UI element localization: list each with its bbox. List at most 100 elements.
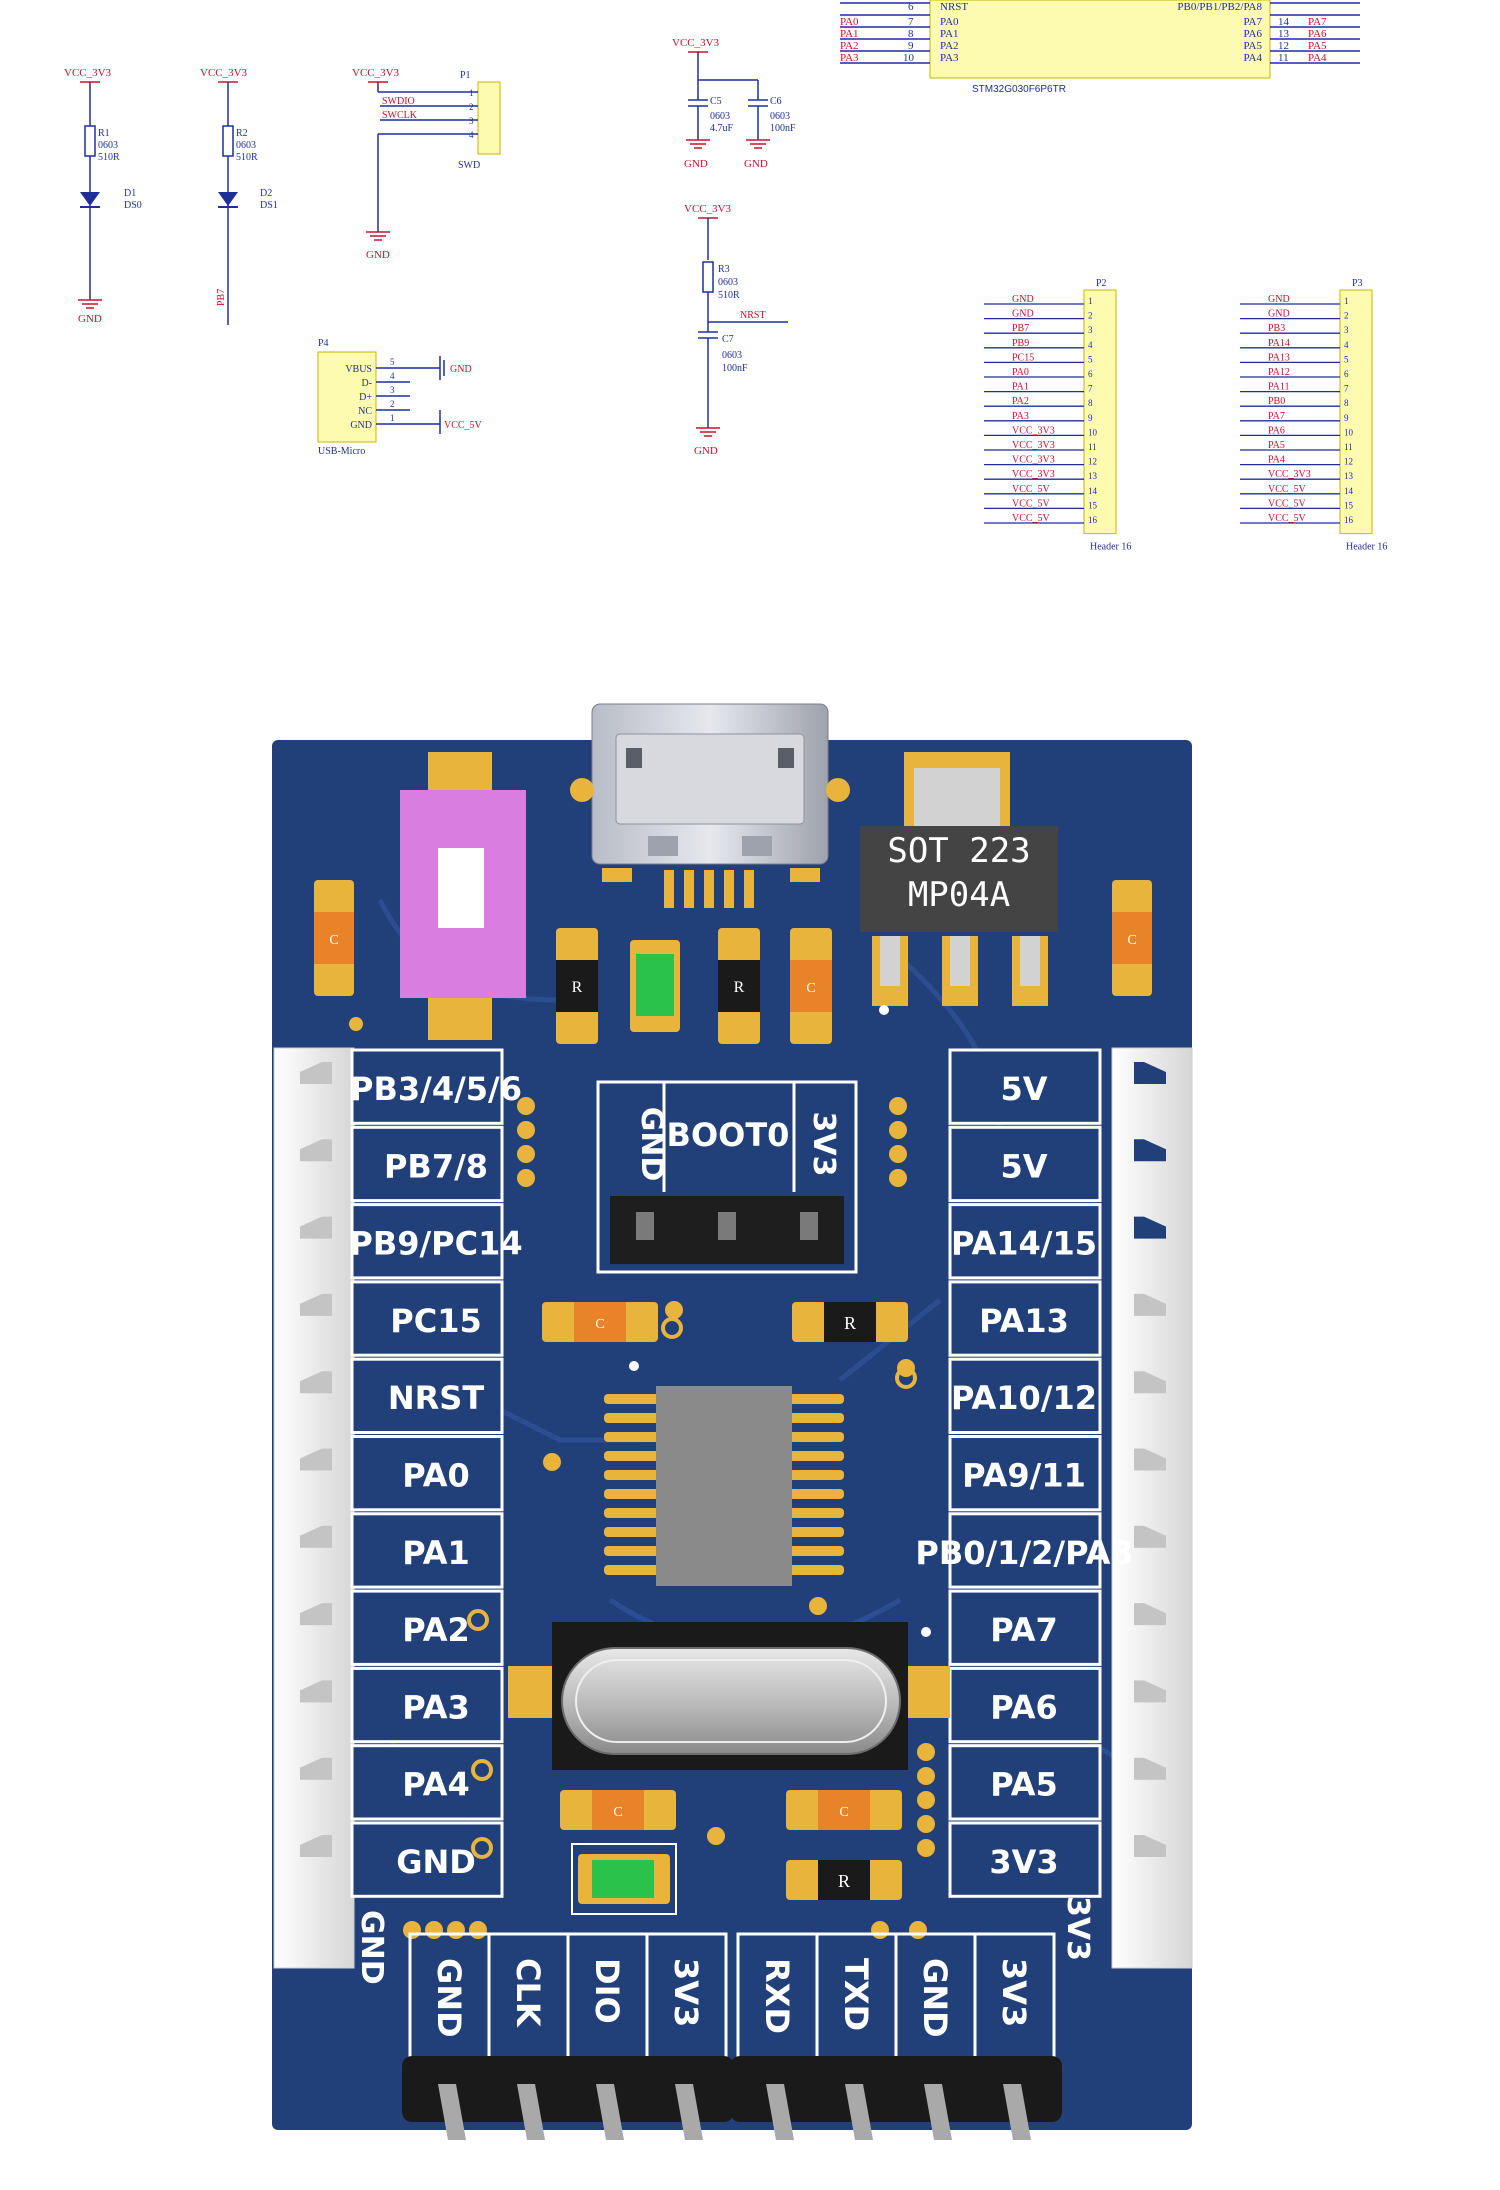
mcu-pin-pa3: PA3 [940, 52, 959, 64]
vcc-label: VCC_3V3 [684, 203, 732, 215]
header-pin [300, 1680, 332, 1703]
c7-val: 100nF [722, 363, 748, 374]
p2-name: Header 16 [1090, 542, 1131, 553]
pin-label: PB9/PC14 [349, 1225, 522, 1263]
bottom-pin-label: 3V3 [667, 1958, 705, 2027]
p3-pin-num: 6 [1344, 369, 1349, 379]
right-labels-cell [948, 1357, 1102, 1434]
p2-pin-num: 14 [1088, 486, 1098, 496]
p1-pin: 3 [469, 116, 474, 126]
p4-name: USB-Micro [318, 446, 365, 457]
led-d1-circuit: VCC_3V3 R1 0603 510R D1 DS0 GND [64, 67, 142, 325]
bottom-header-pin [596, 2084, 624, 2140]
usb-pin-num: 5 [390, 357, 395, 367]
pin-label: PA5 [990, 1766, 1058, 1804]
gnd-label: GND [450, 364, 472, 375]
capacitor: C [560, 1790, 676, 1830]
usb-pin: D+ [359, 392, 372, 403]
decoupling-caps: VCC_3V3 C5 0603 4.7uF C6 0603 100nF GND … [672, 37, 796, 170]
pin-label: GND [396, 1843, 476, 1881]
header-pin [1134, 1757, 1166, 1780]
usb-pin: D- [361, 378, 372, 389]
mcu-pin-num: 11 [1278, 52, 1289, 64]
mcu-net-pa6: PA6 [1308, 28, 1327, 40]
c6-pkg: 0603 [770, 111, 790, 122]
cap-mark: C [1127, 933, 1136, 948]
mcu-net-pa5: PA5 [1308, 40, 1327, 52]
mcu-pin-num: 8 [908, 28, 914, 40]
p2-net: VCC_3V3 [1012, 425, 1055, 436]
pin-label: PA10/12 [951, 1379, 1097, 1417]
pin-label: PA3 [402, 1688, 470, 1726]
p2-pin-num: 10 [1088, 427, 1098, 437]
p2-net: VCC_5V [1012, 498, 1051, 509]
d2-val: DS1 [260, 200, 278, 211]
r1-ref: R1 [98, 128, 110, 139]
p2-pin-num: 2 [1088, 311, 1093, 321]
right-labels-cell [948, 1512, 1102, 1589]
left-labels-cell [350, 1512, 504, 1589]
mcu-pin-num: 13 [1278, 28, 1290, 40]
left-labels-cell [350, 1203, 504, 1280]
capacitor: C [1112, 880, 1152, 996]
right-labels-cell [948, 1125, 1102, 1203]
usb-pin: NC [358, 406, 372, 417]
pin-label: 3V3 [989, 1843, 1058, 1881]
p1-pin: 4 [469, 130, 474, 140]
bottom-header-pin [845, 2084, 873, 2140]
mcu-tssop20 [604, 1386, 844, 1586]
pin-label: PC15 [390, 1302, 481, 1340]
header-pin [300, 1757, 332, 1780]
p3-pin-num: 16 [1344, 515, 1354, 525]
d2-ref: D2 [260, 188, 272, 199]
p4-ref: P4 [318, 338, 329, 349]
r1-pkg: 0603 [98, 140, 118, 151]
p2-net: VCC_3V3 [1012, 440, 1055, 451]
gnd-label: GND [78, 313, 102, 325]
p3-pin-num: 1 [1344, 296, 1349, 306]
led-d2-circuit: VCC_3V3 R2 0603 510R D2 DS1 PB7 [200, 67, 278, 325]
d1-val: DS0 [124, 200, 142, 211]
usb-pin-num: 4 [390, 371, 395, 381]
p2-net: PA0 [1012, 367, 1029, 378]
boot0-jumper[interactable]: GND BOOT0 3V3 [596, 1080, 858, 1274]
side-3v3-label: 3V3 [1060, 1896, 1095, 1961]
slide-switch[interactable] [400, 752, 526, 1040]
boot0-label: BOOT0 [667, 1116, 790, 1154]
header-pin [1134, 1448, 1166, 1471]
mcu-fragment: PA0 PA1 PA2 PA3 6 7 8 9 10 NRST PA0 PA1 … [840, 0, 1360, 95]
usb-pin-num: 1 [390, 413, 395, 423]
p2-net: PA3 [1012, 411, 1029, 422]
bottom-header-pin [438, 2084, 466, 2140]
boot-3v3-label: 3V3 [806, 1112, 841, 1177]
c7-pkg: 0603 [722, 350, 742, 361]
bottom-pin-label: GND [916, 1958, 954, 2038]
capacitor: C [314, 880, 354, 996]
p2-pin-num: 8 [1088, 398, 1093, 408]
pb7-net: PB7 [216, 289, 227, 306]
p2-net: PA2 [1012, 396, 1029, 407]
p2-net: GND [1012, 294, 1034, 305]
p3-pin-num: 5 [1344, 354, 1349, 364]
p2-pin-num: 1 [1088, 296, 1093, 306]
swd-connector-p1: VCC_3V3 P1 SWDIO SWCLK 1 2 3 4 SWD GND [352, 67, 501, 261]
usb-connector-p4: P4 VBUS D- D+ NC GND 5 4 3 2 1 [317, 338, 483, 457]
regulator-package: SOT 223 [887, 831, 1030, 871]
p3-pin-num: 4 [1344, 340, 1349, 350]
right-labels-cell [948, 1048, 1102, 1125]
resistor: R [556, 928, 598, 1044]
mcu-net-pa3: PA3 [840, 52, 859, 64]
p2-net: GND [1012, 309, 1034, 320]
bottom-pin-label: DIO [588, 1958, 626, 2024]
right-labels-cell [948, 1280, 1102, 1357]
c7-ref: C7 [722, 334, 734, 345]
vcc-label: VCC_3V3 [200, 67, 248, 79]
bottom-pin-label: TXD [837, 1958, 875, 2031]
header-pin [1134, 1139, 1166, 1162]
c5-val: 4.7uF [710, 123, 734, 134]
right-labels-cell [948, 1744, 1102, 1821]
p3-net: PA11 [1268, 382, 1290, 393]
p3-pin-num: 12 [1344, 457, 1353, 467]
